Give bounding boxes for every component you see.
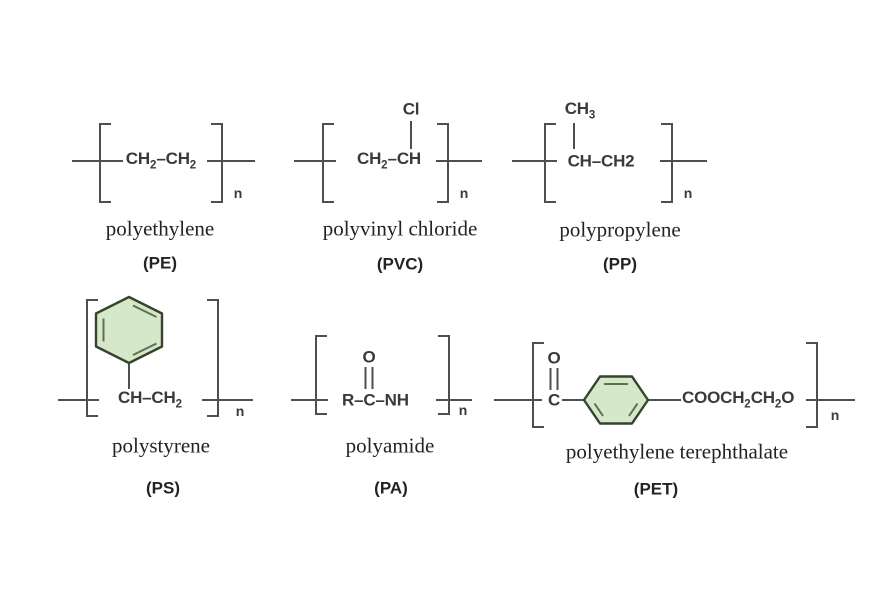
pa-repeat-subscript: n — [458, 402, 468, 418]
pa-name-label: polyamide — [345, 433, 435, 458]
pp-abbr-label: (PP) — [603, 254, 637, 274]
pa-carbonyl-oxygen: O — [362, 347, 376, 367]
benzene-ring-icon — [94, 295, 164, 365]
pvc-abbr-label: (PVC) — [376, 254, 424, 274]
ps-repeat-unit-formula: CH–CH2 — [118, 388, 182, 411]
pet-abbr-label: (PET) — [633, 479, 679, 499]
pe-abbr-label: (PE) — [143, 253, 177, 273]
pp-brackets — [544, 123, 673, 203]
pet-name-label: polyethylene terephthalate — [565, 439, 789, 464]
pet-repeat-subscript: n — [830, 407, 840, 423]
pe-repeat-subscript: n — [233, 185, 243, 201]
polyamide-skeleton — [291, 335, 472, 415]
pet-ring-double-bonds — [593, 383, 639, 417]
pp-repeat-subscript: n — [683, 185, 693, 201]
ps-ring-double-bonds — [102, 304, 157, 356]
pe-repeat-unit-formula: CH2–CH2 — [125, 149, 197, 172]
pvc-repeat-subscript: n — [459, 185, 469, 201]
pet-skeleton — [494, 342, 855, 428]
ps-repeat-subscript: n — [235, 403, 245, 419]
pet-repeat-unit-formula: COOCH2CH2O — [682, 388, 795, 411]
pvc-brackets — [322, 123, 449, 203]
pvc-name-label: polyvinyl chloride — [322, 216, 478, 241]
pvc-pendant-chlorine: Cl — [402, 99, 420, 119]
polypropylene-skeleton — [512, 123, 707, 203]
pa-abbr-label: (PA) — [374, 478, 408, 498]
ps-name-label: polystyrene — [112, 433, 210, 458]
polyvinyl-chloride-skeleton — [294, 121, 482, 203]
pe-name-label: polyethylene — [105, 216, 215, 241]
pvc-repeat-unit-formula: CH2–CH — [357, 149, 421, 172]
pe-brackets — [99, 123, 223, 203]
pet-carbonyl-carbon: C — [547, 390, 561, 410]
pp-repeat-unit-formula: CH–CH2 — [567, 151, 635, 171]
polyethylene-skeleton — [72, 123, 255, 203]
pp-pendant-methyl: CH3 — [564, 99, 596, 122]
ps-brackets — [86, 299, 219, 417]
polystyrene-skeleton — [58, 295, 253, 417]
pet-carbonyl-oxygen: O — [547, 348, 561, 368]
pet-brackets — [532, 342, 818, 428]
pp-name-label: polypropylene — [559, 217, 681, 242]
pa-brackets — [315, 335, 450, 415]
ps-abbr-label: (PS) — [146, 478, 180, 498]
pa-repeat-unit-formula: R–C–NH — [342, 390, 409, 410]
